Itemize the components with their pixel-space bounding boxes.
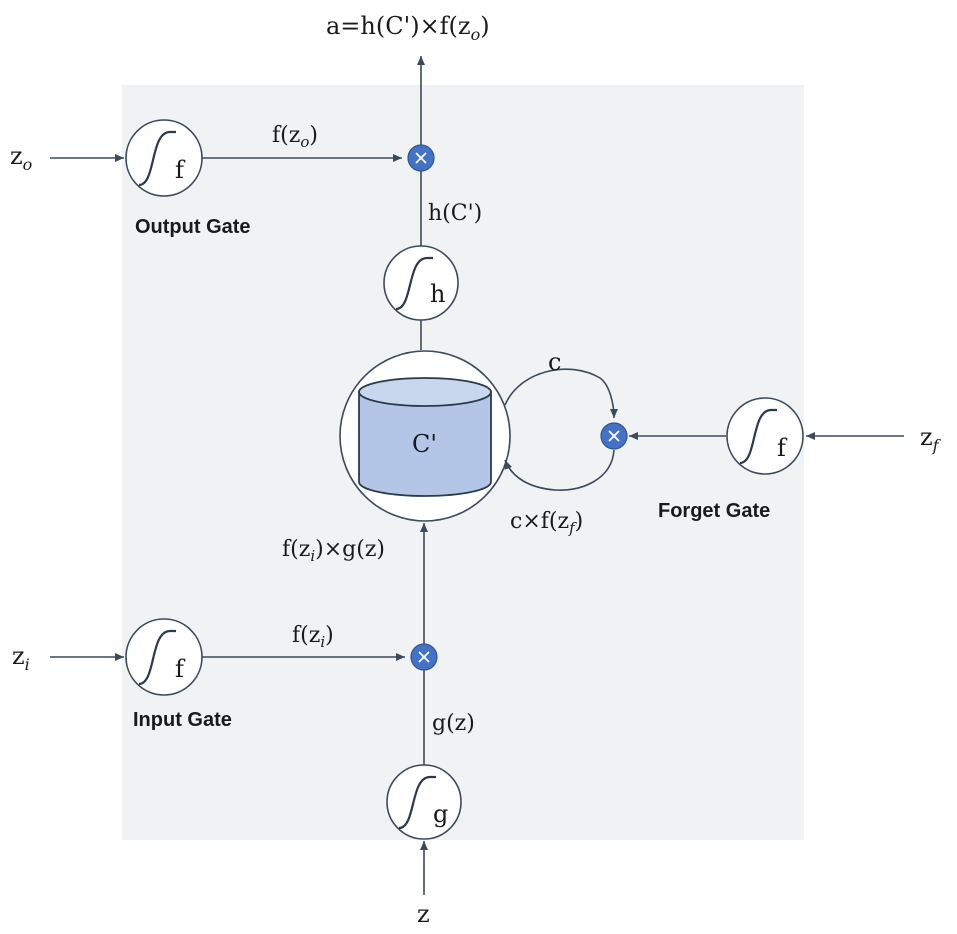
output-gate-label: Output Gate [135,216,251,238]
output-expression: a=h(C')×f(zo) [326,12,490,44]
output-multiplier [407,144,435,172]
forget-gate-node: f [726,397,804,475]
c-f-zf-label: c×f(zf) [510,509,583,537]
c-loop-bottom [504,449,615,491]
memory-cell-label: C' [412,430,437,458]
sigmoid-icon [739,408,777,465]
sigmoid-icon [395,256,433,311]
forget-gate-function: f [777,434,788,462]
output-gate-node: f [125,119,203,197]
input-zo-label: zo [10,142,32,174]
memory-cell: C' [339,350,511,522]
h-function: h [430,280,445,308]
g-z-label: g(z) [432,711,475,736]
input-z-label: z [417,900,430,928]
forget-gate-label: Forget Gate [658,500,770,522]
sigmoid-icon [398,775,436,830]
sigmoid-icon [138,130,176,187]
c-label: c [548,348,561,376]
input-zf-label: zf [920,423,942,455]
input-gate-node: f [125,618,203,696]
f-zo-label: f(zo) [272,123,318,151]
sigmoid-icon [138,629,176,686]
f-zi-label: f(zi) [292,623,334,651]
g-node: g [386,764,462,840]
input-multiplier [410,643,438,671]
input-zi-label: zi [12,642,30,674]
h-c-label: h(C') [428,201,482,226]
output-gate-function: f [175,156,186,184]
f-zi-g-z-label: f(zi)×g(z) [282,537,385,565]
c-loop-top [504,368,618,419]
input-gate-function: f [175,655,186,683]
forget-multiplier [600,422,628,450]
g-function: g [433,800,448,828]
h-node: h [383,245,459,321]
input-gate-label: Input Gate [133,709,232,731]
